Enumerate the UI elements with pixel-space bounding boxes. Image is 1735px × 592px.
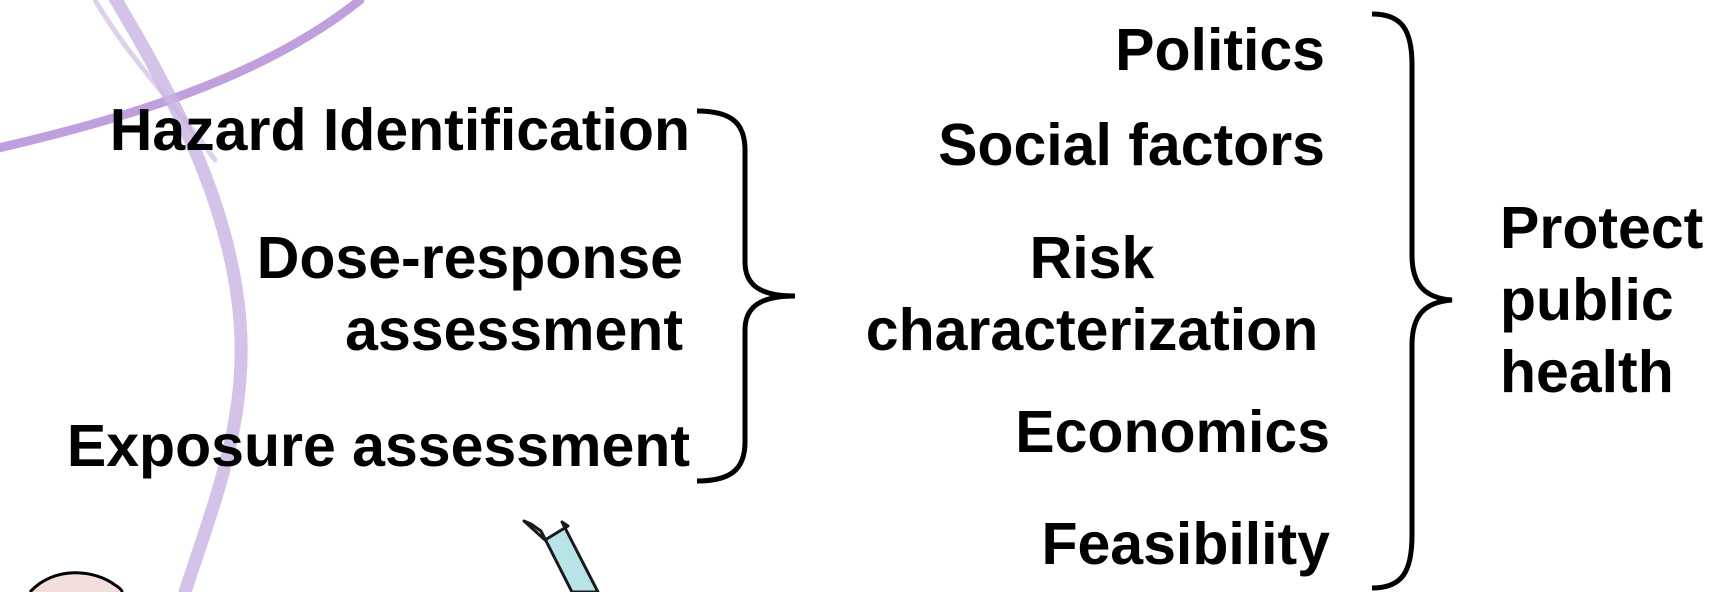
risk-characterization-label-line2: characterization [865,297,1319,363]
swirl-arc-horizontal [0,0,365,153]
dose-response-label-line1: Dose-response [256,225,683,291]
hazard-identification-label: Hazard Identification [109,97,690,163]
dose-response-label-line2: assessment [345,297,683,363]
swirl-decoration [0,0,365,592]
swirl-arc-vertical [108,0,248,592]
right-group-brace [1371,11,1453,591]
risk-characterization-label-line1: Risk [1029,225,1155,291]
outcome-label-line2: public [1500,267,1674,333]
bottom-left-circle [28,571,124,592]
social-factors-label: Social factors [938,112,1325,178]
outcome-label-line3: health [1500,339,1674,405]
feasibility-label: Feasibility [1041,511,1330,577]
exposure-assessment-label: Exposure assessment [66,413,690,479]
politics-label: Politics [1115,17,1325,83]
swirl-arc-top [92,0,218,163]
economics-label: Economics [1015,399,1330,465]
outcome-label-line1: Protect [1500,195,1704,261]
left-group-brace [696,108,796,484]
up-left-arrow-icon [522,519,600,592]
